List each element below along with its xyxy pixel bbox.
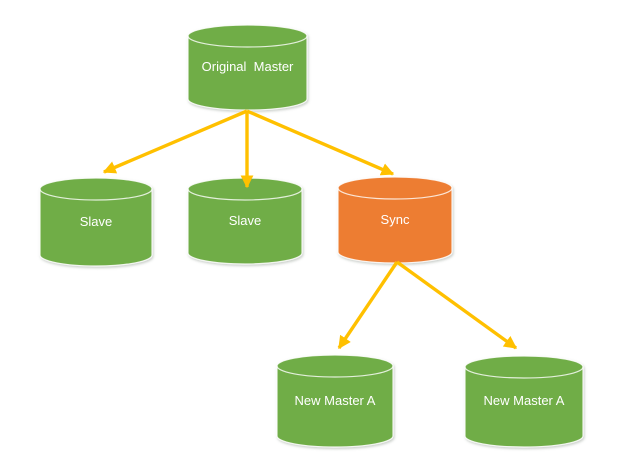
node-label: Sync <box>381 212 410 227</box>
edge-sync-to-new-master-left <box>337 261 399 350</box>
node-original-master: Original Master <box>187 24 308 111</box>
edge-original-master-to-sync <box>246 109 395 176</box>
cylinder-body <box>276 354 394 448</box>
node-label: New Master A <box>484 393 565 408</box>
cylinder-rim <box>39 188 153 201</box>
node-new-master-left: New Master A <box>276 354 394 448</box>
node-slave-left: Slave <box>39 177 153 267</box>
cylinder-body <box>187 24 308 111</box>
cylinder-body <box>187 177 303 265</box>
node-sync: Sync <box>337 176 453 264</box>
node-new-master-right: New Master A <box>464 355 584 448</box>
cylinder-body <box>464 355 584 448</box>
cylinder-body <box>337 176 453 264</box>
node-label: Original Master <box>202 59 294 74</box>
edge-sync-to-new-master-right <box>396 260 518 350</box>
node-label: Slave <box>229 213 262 228</box>
cylinder-rim <box>187 35 308 48</box>
cylinder-rim <box>276 365 394 378</box>
node-slave-middle: Slave <box>187 177 303 265</box>
node-label: Slave <box>80 214 113 229</box>
edges <box>102 109 518 350</box>
edge-original-master-to-slave-left <box>102 109 248 174</box>
cylinder-body <box>39 177 153 267</box>
cylinder-rim <box>337 187 453 200</box>
node-label: New Master A <box>295 393 376 408</box>
cylinder-rim <box>464 366 584 379</box>
cylinder-rim <box>187 188 303 201</box>
